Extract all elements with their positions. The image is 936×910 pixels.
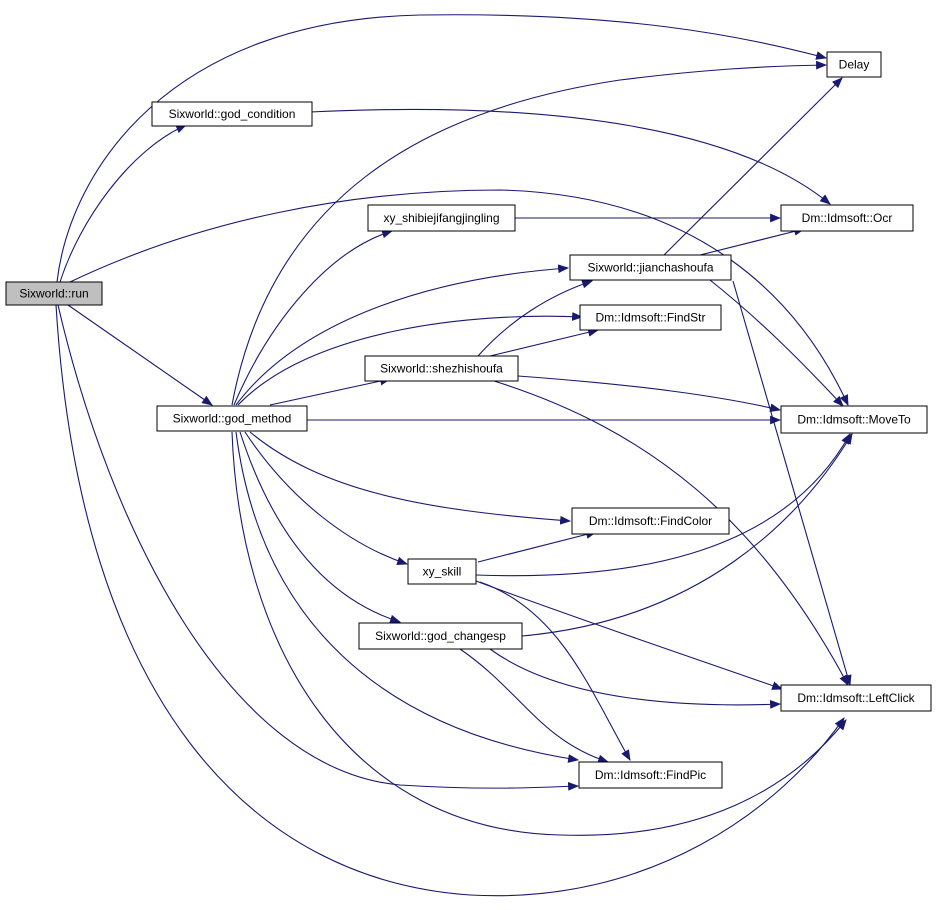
node-label: Dm::Idmsoft::MoveTo bbox=[797, 413, 911, 427]
node-moveto[interactable]: Dm::Idmsoft::MoveTo bbox=[780, 405, 928, 434]
edge-shezhishoufa-moveto bbox=[517, 375, 782, 413]
edge-xy-skill-findcolor bbox=[477, 530, 598, 563]
node-findcolor[interactable]: Dm::Idmsoft::FindColor bbox=[571, 507, 730, 535]
edge-run-god-condition bbox=[59, 124, 188, 283]
node-label: Dm::Idmsoft::LeftClick bbox=[797, 691, 915, 705]
node-leftclick[interactable]: Dm::Idmsoft::LeftClick bbox=[780, 684, 932, 712]
edge-xy-skill-findpic bbox=[479, 581, 631, 761]
node-god-condition[interactable]: Sixworld::god_condition bbox=[151, 101, 313, 127]
node-findstr[interactable]: Dm::Idmsoft::FindStr bbox=[579, 304, 722, 331]
edge-shezhishoufa-leftclick bbox=[493, 380, 849, 686]
edge-god-condition-ocr bbox=[309, 108, 831, 205]
edge-god-method-god-changesp bbox=[239, 431, 402, 624]
node-label: Sixworld::run bbox=[19, 287, 88, 301]
node-delay[interactable]: Delay bbox=[826, 51, 882, 78]
edge-run-leftclick bbox=[55, 304, 845, 897]
edge-run-delay bbox=[56, 14, 828, 283]
edge-jianchashoufa-ocr bbox=[699, 227, 806, 256]
edge-god-changesp-moveto bbox=[521, 433, 853, 637]
edge-god-method-xy-shibie bbox=[233, 229, 394, 406]
edge-shezhishoufa-jianchashoufa bbox=[477, 279, 594, 357]
node-label: Dm::Idmsoft::FindPic bbox=[595, 768, 706, 782]
node-jianchashoufa[interactable]: Sixworld::jianchashoufa bbox=[569, 254, 732, 281]
edge-god-method-delay bbox=[231, 60, 828, 406]
node-xy-skill[interactable]: xy_skill bbox=[407, 558, 477, 585]
nodes: Sixworld::run Sixworld::god_condition Si… bbox=[5, 51, 932, 789]
edge-jianchashoufa-leftclick bbox=[732, 280, 852, 687]
edge-god-method-jianchashoufa bbox=[235, 264, 570, 406]
node-label: Sixworld::jianchashoufa bbox=[587, 261, 713, 275]
node-label: xy_shibiejifangjingling bbox=[383, 211, 499, 225]
node-label: Dm::Idmsoft::FindColor bbox=[589, 514, 712, 528]
edge-run-god-method bbox=[67, 304, 213, 406]
node-xy-shibiejifangjingling[interactable]: xy_shibiejifangjingling bbox=[367, 204, 516, 232]
node-label: xy_skill bbox=[423, 565, 462, 579]
edge-god-changesp-findpic bbox=[459, 648, 610, 764]
node-shezhishoufa[interactable]: Sixworld::shezhishoufa bbox=[364, 355, 519, 382]
node-label: Sixworld::god_condition bbox=[169, 107, 296, 121]
edge-god-method-findcolor bbox=[249, 431, 572, 525]
node-ocr[interactable]: Dm::Idmsoft::Ocr bbox=[780, 204, 914, 232]
edge-shezhishoufa-findstr bbox=[489, 328, 600, 357]
edges bbox=[55, 14, 853, 897]
edge-god-changesp-leftclick bbox=[489, 648, 782, 709]
edge-run-findpic bbox=[57, 304, 580, 791]
node-label: Delay bbox=[839, 58, 870, 72]
edge-jianchashoufa-delay bbox=[663, 77, 843, 256]
edge-god-method-findpic bbox=[235, 431, 580, 763]
edge-god-method-findstr bbox=[237, 312, 584, 406]
node-label: Dm::Idmsoft::Ocr bbox=[802, 211, 893, 225]
edge-xy-skill-leftclick bbox=[475, 580, 784, 690]
node-god-method[interactable]: Sixworld::god_method bbox=[156, 405, 308, 432]
node-label: Dm::Idmsoft::FindStr bbox=[595, 311, 705, 325]
node-label: Sixworld::god_method bbox=[173, 412, 292, 426]
node-god-changesp[interactable]: Sixworld::god_changesp bbox=[358, 622, 523, 650]
node-sixworld-run[interactable]: Sixworld::run bbox=[5, 281, 103, 306]
edge-jianchashoufa-moveto bbox=[709, 279, 844, 407]
edge-xy-skill-moveto bbox=[475, 433, 851, 577]
node-label: Sixworld::shezhishoufa bbox=[380, 362, 503, 376]
node-findpic[interactable]: Dm::Idmsoft::FindPic bbox=[578, 761, 723, 789]
edge-god-method-xy-skill bbox=[244, 431, 409, 566]
edge-god-method-shezhishoufa bbox=[269, 376, 392, 406]
node-label: Sixworld::god_changesp bbox=[375, 629, 506, 643]
edge-god-method-leftclick bbox=[231, 431, 847, 836]
edge-run-moveto bbox=[69, 189, 849, 407]
